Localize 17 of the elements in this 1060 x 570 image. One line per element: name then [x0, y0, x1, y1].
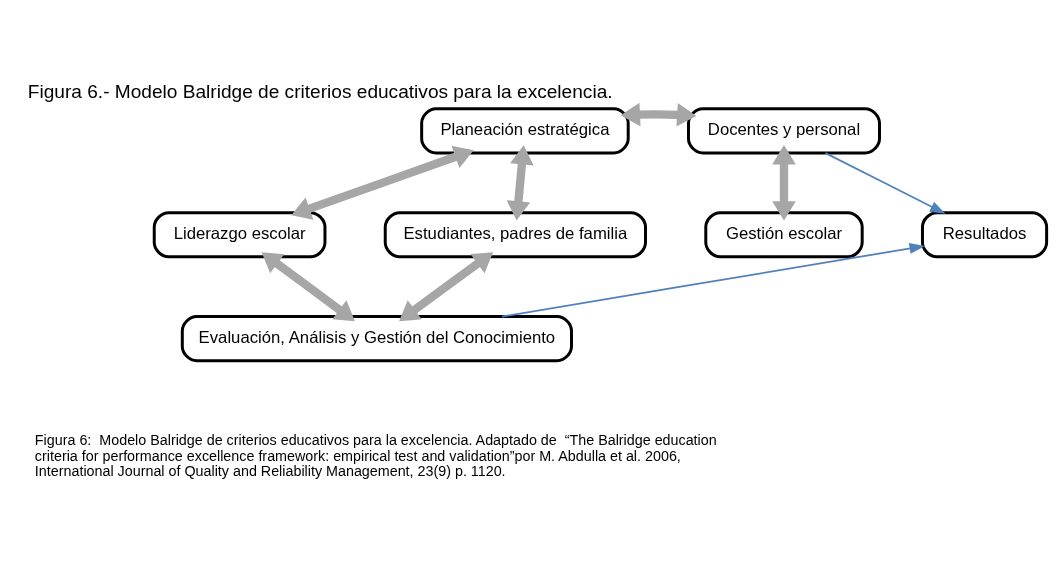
arrow: [772, 144, 796, 221]
node-box: Docentes y personal: [687, 106, 881, 154]
node-box: Liderazgo escolar: [152, 210, 327, 258]
arrow: [291, 145, 474, 220]
arrow: [501, 242, 926, 317]
node-box: Gestión escolar: [704, 210, 864, 258]
node-box: Evaluación, Análisis y Gestión del Conocimiento: [180, 314, 573, 362]
arrow: [261, 251, 355, 321]
caption: Figura 6: Modelo Balridge de criterios educativos para la excelencia. Adaptado de “The Balridge education criteria for performance excellence framework: empirical test and validation”por M. Abdulla et al. 2006, International Journal of Quality and Reliability Management, 23(9) p. 1120.: [34, 431, 717, 479]
diagram-title: Figura 6.- Modelo Balridge de criterios educativos para la excelencia.: [27, 80, 613, 102]
arrow: [824, 151, 946, 214]
arrow: [620, 102, 697, 127]
node-box: Planeación estratégica: [420, 106, 630, 154]
node-box: Resultados: [921, 210, 1049, 258]
arrow: [399, 251, 494, 321]
arrow: [506, 144, 534, 221]
node-box: Estudiantes, padres de familia: [383, 210, 647, 258]
